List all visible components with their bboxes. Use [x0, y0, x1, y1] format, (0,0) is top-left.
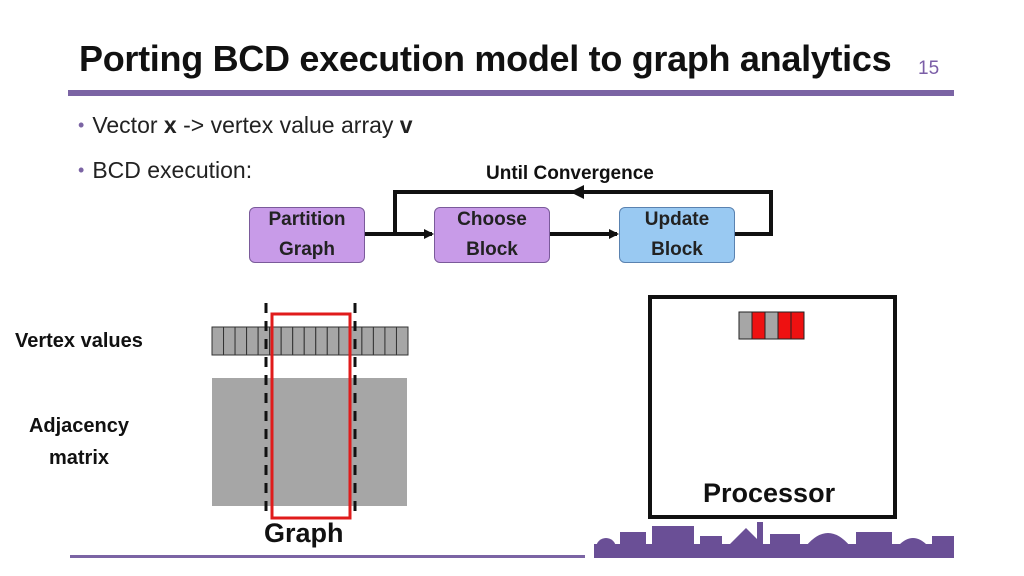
- processor-cache-cell: [738, 311, 753, 340]
- campus-skyline-icon: [594, 522, 954, 558]
- vertex-value-cell: [280, 326, 294, 356]
- bullet-text: BCD execution:: [92, 157, 253, 183]
- vertex-value-cell: [361, 326, 374, 356]
- processor-cache: [738, 311, 805, 340]
- vertex-value-cell: [292, 326, 305, 356]
- vertex-value-cell: [326, 326, 340, 356]
- vertex-value-cell: [303, 326, 317, 356]
- vertex-value-cell: [234, 326, 248, 356]
- selected-block-highlight: [270, 312, 352, 520]
- processor-cache-cell: [764, 311, 779, 340]
- processor-cache-cell: [777, 311, 792, 340]
- vertex-value-cell: [372, 326, 386, 356]
- loop-label: Until Convergence: [486, 163, 654, 184]
- bullet-vector: • Vector x -> vertex value array v: [78, 112, 413, 139]
- vertex-value-cell: [384, 326, 397, 356]
- step-label: Update: [644, 209, 710, 230]
- vertex-value-cell: [395, 326, 409, 356]
- bullet-text: Vector: [92, 112, 164, 138]
- slide-title: Porting BCD execution model to graph ana…: [79, 38, 892, 79]
- vertex-value-cell: [246, 326, 259, 356]
- step-label: Graph: [279, 239, 335, 260]
- bullet-dot-icon: •: [78, 160, 85, 180]
- loop-arrow: [393, 190, 773, 236]
- graph-label: Graph: [264, 518, 344, 548]
- loop-arrowhead-icon: [570, 185, 584, 199]
- adjacency-matrix: [212, 378, 407, 506]
- bullet-bold-v: v: [399, 112, 413, 138]
- processor-cache-cell: [751, 311, 766, 340]
- adjacency-matrix-label: Adjacency matrix: [28, 415, 130, 469]
- step-label: Block: [466, 239, 518, 260]
- step-label: Partition: [268, 209, 346, 230]
- vertex-values-label: Vertex values: [15, 330, 143, 352]
- vertex-value-cell: [315, 326, 328, 356]
- bullet-bold-x: x: [163, 112, 177, 138]
- title-divider: [68, 90, 954, 96]
- bullet-dot-icon: •: [78, 115, 85, 135]
- step-label: Block: [651, 239, 703, 260]
- vertex-value-cell: [223, 326, 236, 356]
- page-number: 15: [918, 58, 940, 79]
- vertex-value-cell: [211, 326, 225, 356]
- footer-divider: [70, 555, 585, 558]
- bullet-text: -> vertex value array: [176, 112, 400, 138]
- vertex-value-array: [211, 326, 409, 356]
- processor-cache-cell: [790, 311, 805, 340]
- bullet-bcd-execution: • BCD execution:: [78, 157, 252, 184]
- processor-label: Processor: [703, 478, 836, 508]
- step-label: Choose: [457, 209, 527, 230]
- vertex-value-cell: [257, 326, 271, 356]
